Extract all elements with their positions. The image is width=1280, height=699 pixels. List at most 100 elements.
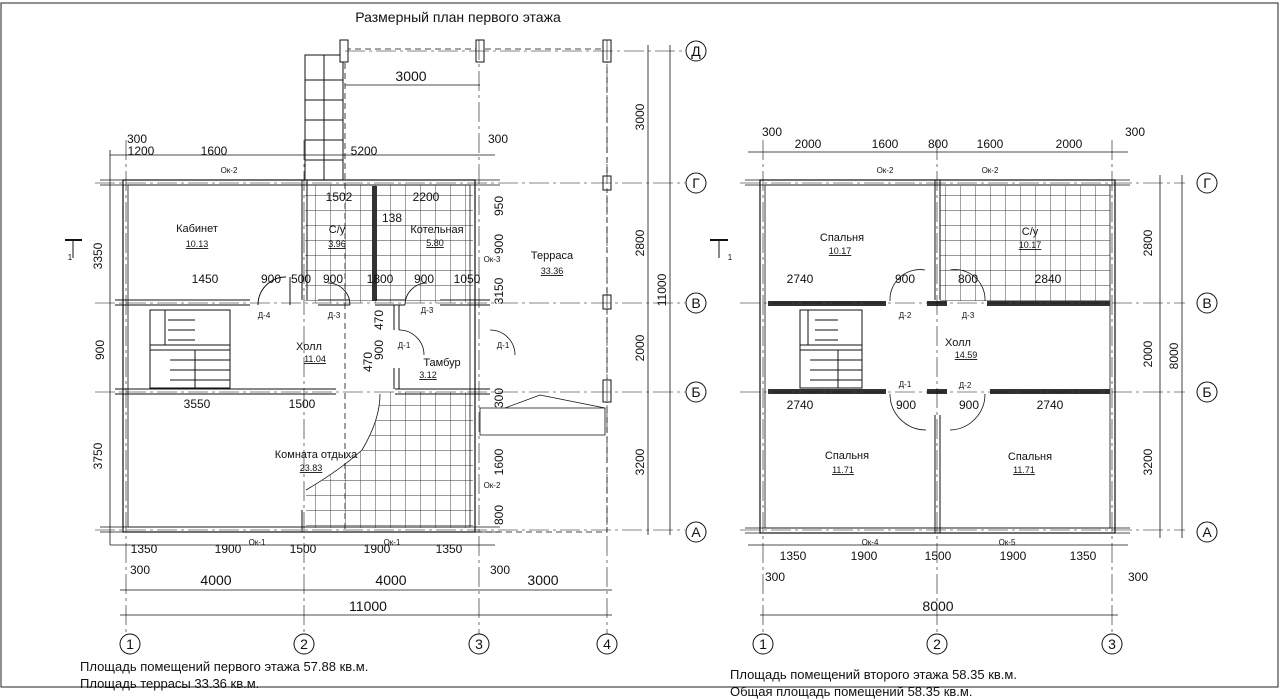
door-label: Д-1 <box>398 341 411 350</box>
dim-top: 3000 <box>395 68 426 84</box>
room-area: 5.80 <box>426 238 444 248</box>
dim-total-height: 11000 <box>655 273 669 306</box>
floor1-plan <box>65 39 707 655</box>
dim-left: 3350 <box>91 242 105 269</box>
room-name: Тамбур <box>423 357 460 369</box>
dim-bottom: 1350 <box>131 542 158 556</box>
dim-bottom: 1350 <box>436 542 463 556</box>
dim-bottom: 1900 <box>1000 549 1027 563</box>
room-area: 10.13 <box>186 239 209 249</box>
axis-label: В <box>691 295 700 311</box>
room-name: С/у <box>1022 226 1039 238</box>
room-area: 3.96 <box>328 239 346 249</box>
door-label: Д-3 <box>962 311 975 320</box>
dim-left: 3750 <box>91 442 105 469</box>
axis-label: Д <box>691 43 701 59</box>
dim-right: 3000 <box>633 103 647 130</box>
door-label: Д-3 <box>421 306 434 315</box>
dim-right: 3200 <box>1141 448 1155 475</box>
floor1-labels: Кабинет 10.13 С/у 3.96 Котельная 5.80 Те… <box>68 43 702 652</box>
room-name: Терраса <box>531 250 574 262</box>
floor1-area-note: Площадь помещений первого этажа 57.88 кв… <box>80 659 369 674</box>
dim-total-width: 11000 <box>349 598 387 614</box>
axis-label: Б <box>691 384 700 400</box>
dim-misc: 300 <box>130 563 150 577</box>
window-label: Ок-2 <box>877 166 894 175</box>
section-mark: 1 <box>728 253 733 262</box>
room-area: 3.12 <box>419 370 437 380</box>
dim-bottom: 1350 <box>780 549 807 563</box>
door-label: Д-4 <box>258 311 271 320</box>
room-name: Холл <box>945 337 971 349</box>
room-name: Котельная <box>410 224 463 236</box>
room-area: 14.59 <box>955 350 978 360</box>
dim-misc: 900 <box>492 234 506 254</box>
dim-misc: 470 <box>372 310 386 330</box>
door-label: Д-1 <box>497 341 510 350</box>
axis-label: А <box>1202 524 1212 540</box>
dim-misc: 500 <box>291 272 311 286</box>
floor1-terrace-note: Площадь террасы 33.36 кв.м. <box>80 676 260 691</box>
room-area: 11.71 <box>832 465 854 475</box>
axis-label: 2 <box>300 636 308 652</box>
door-label: Д-2 <box>959 381 972 390</box>
dim-right: 2000 <box>633 334 647 361</box>
dim-top: 1600 <box>977 137 1004 151</box>
room-area: 11.04 <box>304 354 326 364</box>
total-area-note: Общая площадь помещений 58.35 кв.м. <box>730 684 973 699</box>
axis-label: 4 <box>603 636 611 652</box>
dim-misc: 950 <box>492 196 506 216</box>
axis-label: В <box>1202 295 1211 311</box>
dim-right: 2000 <box>1141 340 1155 367</box>
door-label: Д-3 <box>328 311 341 320</box>
dim-misc: 300 <box>488 132 508 146</box>
room-name: Спальня <box>825 450 869 462</box>
window-label: Ок-2 <box>982 166 999 175</box>
dim-right: 3200 <box>633 448 647 475</box>
window-label: Ок-1 <box>249 538 266 547</box>
door-label: Д-2 <box>899 311 912 320</box>
window-label: Ок-4 <box>862 538 879 547</box>
dim-right: 2800 <box>633 229 647 256</box>
window-label: Ок-1 <box>384 538 401 547</box>
room-name: Спальня <box>1008 451 1052 463</box>
dim-misc: 1600 <box>492 448 506 475</box>
window-label: Ок-2 <box>221 166 238 175</box>
dim-misc: 300 <box>490 563 510 577</box>
dim-misc: 900 <box>323 272 343 286</box>
dim-bottom: 1500 <box>290 542 317 556</box>
axis-label: 2 <box>933 636 941 652</box>
axis-label: Б <box>1202 384 1211 400</box>
dim-bottom: 1900 <box>364 542 391 556</box>
dim-misc: 300 <box>492 388 506 408</box>
axis-label: 1 <box>759 636 767 652</box>
dim-misc: 300 <box>762 125 782 139</box>
dim-top: 1200 <box>128 144 155 158</box>
dim-misc: 300 <box>127 132 147 146</box>
dim-misc: 1502 <box>326 190 353 204</box>
dim-misc: 2200 <box>413 190 440 204</box>
dim-top: 2000 <box>1056 137 1083 151</box>
dim-misc: 800 <box>492 505 506 525</box>
room-name: Кабинет <box>176 223 218 235</box>
axis-label: Г <box>692 175 700 191</box>
room-name: Спальня <box>820 232 864 244</box>
floor2-plan <box>710 140 1218 655</box>
dim-mid: 2740 <box>787 398 814 412</box>
dim-total-height: 8000 <box>1167 342 1181 369</box>
room-area: 10.17 <box>1019 240 1042 250</box>
room-name: Комната отдыха <box>275 449 358 461</box>
dim-right: 2800 <box>1141 229 1155 256</box>
room-area: 33.36 <box>541 266 564 276</box>
dim-axis: 4000 <box>200 572 231 588</box>
dim-bottom: 1900 <box>215 542 242 556</box>
room-area: 11.71 <box>1013 465 1035 475</box>
floor2-bath-tiles <box>940 186 1110 301</box>
room-name: С/у <box>329 224 346 236</box>
dim-misc: 300 <box>1128 570 1148 584</box>
dim-mid: 900 <box>959 398 979 412</box>
dim-misc: 1800 <box>367 272 394 286</box>
axis-label: 1 <box>126 636 134 652</box>
